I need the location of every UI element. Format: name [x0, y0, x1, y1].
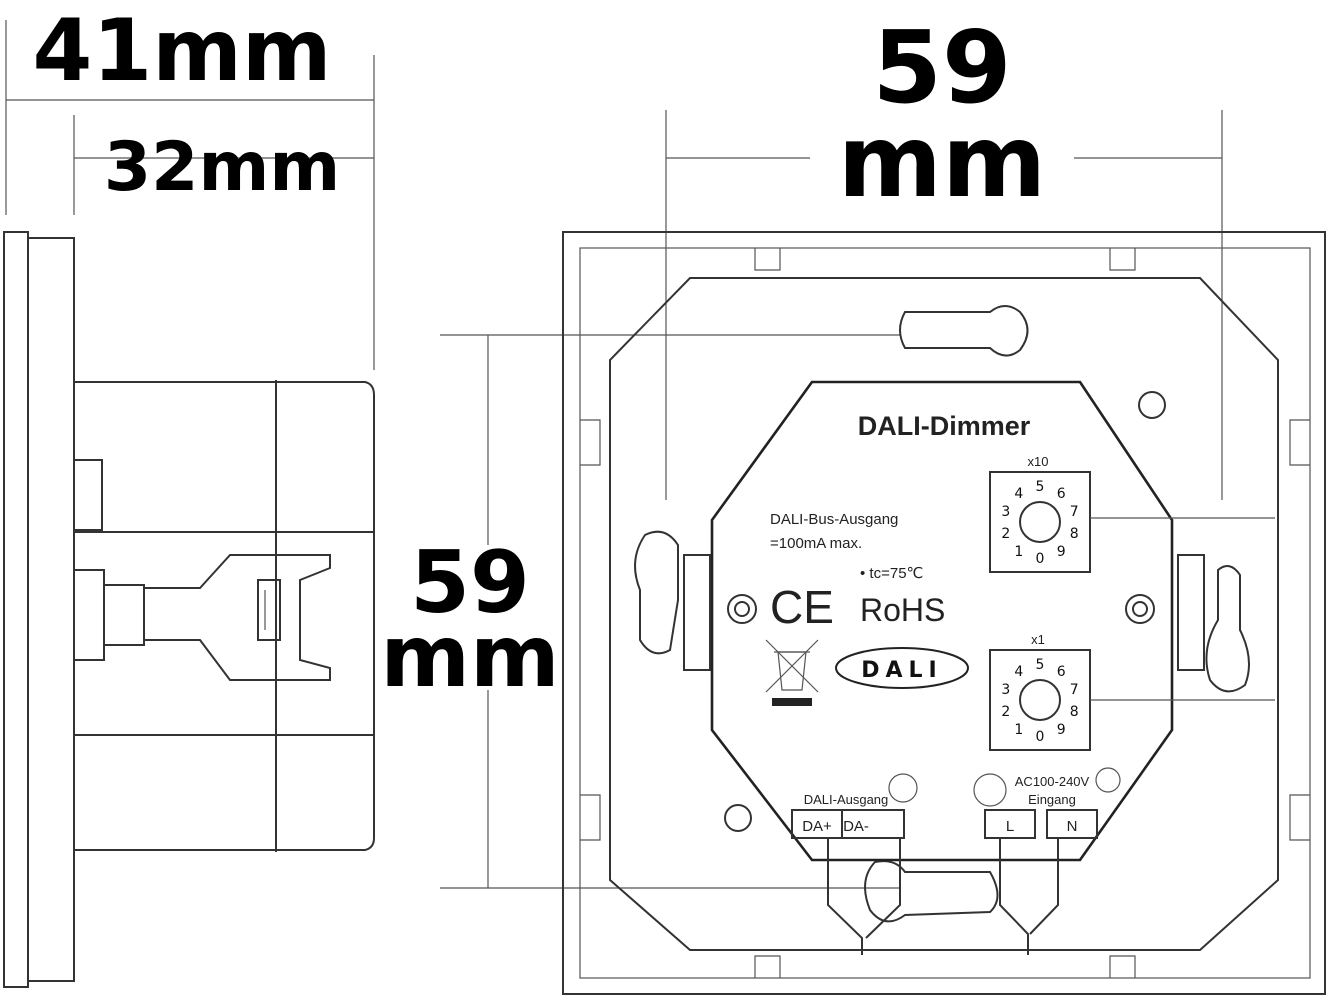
dial-ones-digit-5: 5: [1036, 657, 1045, 673]
side-frame: [27, 237, 75, 982]
output-label-line2: =100mA max.: [770, 535, 862, 552]
screw-left-outer: [727, 594, 757, 624]
dial-ones-digit-3: 3: [1001, 682, 1010, 698]
frame-notch-right-lower: [1289, 794, 1310, 841]
dial-tens-digit-8: 8: [1070, 526, 1079, 542]
frame-notch-top-left: [754, 248, 781, 271]
dial-tens-digit-9: 9: [1057, 544, 1066, 560]
dial-ones-digit-9: 9: [1057, 722, 1066, 738]
wire-l: [999, 838, 1029, 955]
dimmer-module: [710, 380, 1174, 862]
terminal-n: N: [1067, 818, 1078, 835]
dial-tens-digit-7: 7: [1070, 504, 1079, 520]
ce-mark: CE: [770, 581, 834, 633]
side-clamp-window: [257, 579, 281, 641]
frame-notch-bottom-right: [1109, 955, 1136, 978]
terminal-n-box: [1046, 809, 1098, 839]
screw-right-outer: [1125, 594, 1155, 624]
frame-notch-bottom-left: [754, 955, 781, 978]
side-clip-mid: [73, 569, 105, 661]
side-body-depth-label: 32mm: [104, 128, 340, 207]
front-height-value: 59: [410, 533, 530, 633]
dial-tens-label: x10: [1028, 454, 1049, 469]
terminal-da-minus-box: [841, 809, 905, 839]
module-title: DALI-Dimmer: [858, 411, 1031, 441]
dial-ones-digit-0: 0: [1036, 729, 1045, 745]
terminal-output-label: DALI-Ausgang: [804, 792, 889, 807]
hole-terminal-2: [973, 773, 1007, 807]
wire-da-plus: [827, 838, 863, 955]
hole-terminal-3: [1095, 767, 1121, 793]
dial-tens-digit-0: 0: [1036, 551, 1045, 567]
dial-tens-digit-4: 4: [1014, 486, 1023, 502]
dial-tens-housing: [989, 471, 1091, 573]
front-outer-frame: [562, 231, 1326, 995]
front-width-unit: mm: [838, 103, 1046, 220]
terminal-da-plus: DA+: [802, 818, 832, 835]
dial-tens-digit-6: 6: [1057, 486, 1066, 502]
side-spring-clamp: [143, 554, 331, 681]
dali-logo-text: DALI: [861, 658, 943, 683]
keyhole-bottom: [864, 860, 999, 923]
screw-left-inner: [734, 601, 750, 617]
dial-ones-digit-2: 2: [1001, 704, 1010, 720]
hole-terminal-1: [888, 773, 918, 803]
dial-ones-digit-8: 8: [1070, 704, 1079, 720]
terminal-l: L: [1006, 818, 1014, 835]
side-clip-top: [73, 459, 103, 531]
keyhole-right: [1205, 565, 1250, 693]
keyhole-top: [899, 305, 1029, 357]
terminal-input-label-line1: AC100-240V: [1015, 774, 1090, 789]
keyhole-left: [634, 530, 679, 655]
weee-bin-icon: [765, 639, 819, 706]
dial-ones-digit-4: 4: [1014, 664, 1023, 680]
output-label-line1: DALI-Bus-Ausgang: [770, 511, 898, 528]
terminal-l-box: [984, 809, 1036, 839]
frame-notch-left-upper: [580, 419, 601, 466]
screw-right-inner: [1132, 601, 1148, 617]
front-width-value: 59: [872, 9, 1011, 126]
terminal-da-minus: DA-: [843, 818, 869, 835]
lug-right: [1177, 554, 1205, 671]
wire-n: [1029, 838, 1059, 935]
dial-tens-digit-3: 3: [1001, 504, 1010, 520]
temperature-rating: • tc=75℃: [860, 565, 923, 582]
dial-ones-digit-6: 6: [1057, 664, 1066, 680]
dial-ones-digit-1: 1: [1014, 722, 1023, 738]
terminal-input-label-line2: Eingang: [1028, 792, 1076, 807]
hole-top-right: [1138, 391, 1166, 419]
dial-tens-digit-2: 2: [1001, 526, 1010, 542]
side-faceplate: [3, 231, 29, 988]
dial-tens-knob: [1019, 501, 1061, 543]
dial-tens-digit-5: 5: [1036, 479, 1045, 495]
mounting-plate: [609, 277, 1279, 951]
hole-bottom-left: [724, 804, 752, 832]
frame-notch-top-right: [1109, 248, 1136, 271]
front-view: 59 mm 59 mm: [380, 9, 1326, 995]
dali-logo: DALI: [835, 647, 969, 689]
side-view: 41mm 32mm: [3, 1, 375, 988]
side-total-depth-label: 41mm: [33, 1, 332, 101]
wire-da-minus: [865, 838, 901, 939]
rohs-mark: RoHS: [860, 592, 945, 628]
frame-notch-left-lower: [580, 794, 601, 841]
dial-ones-label: x1: [1031, 632, 1045, 647]
dial-tens-digit-1: 1: [1014, 544, 1023, 560]
dial-ones-knob: [1019, 679, 1061, 721]
front-height-unit: mm: [380, 607, 559, 707]
dial-ones-digit-7: 7: [1070, 682, 1079, 698]
side-clip-inner: [103, 584, 145, 646]
front-inner-frame: [579, 247, 1311, 979]
frame-notch-right-upper: [1289, 419, 1310, 466]
lug-left: [683, 554, 711, 671]
side-body: [73, 381, 375, 851]
